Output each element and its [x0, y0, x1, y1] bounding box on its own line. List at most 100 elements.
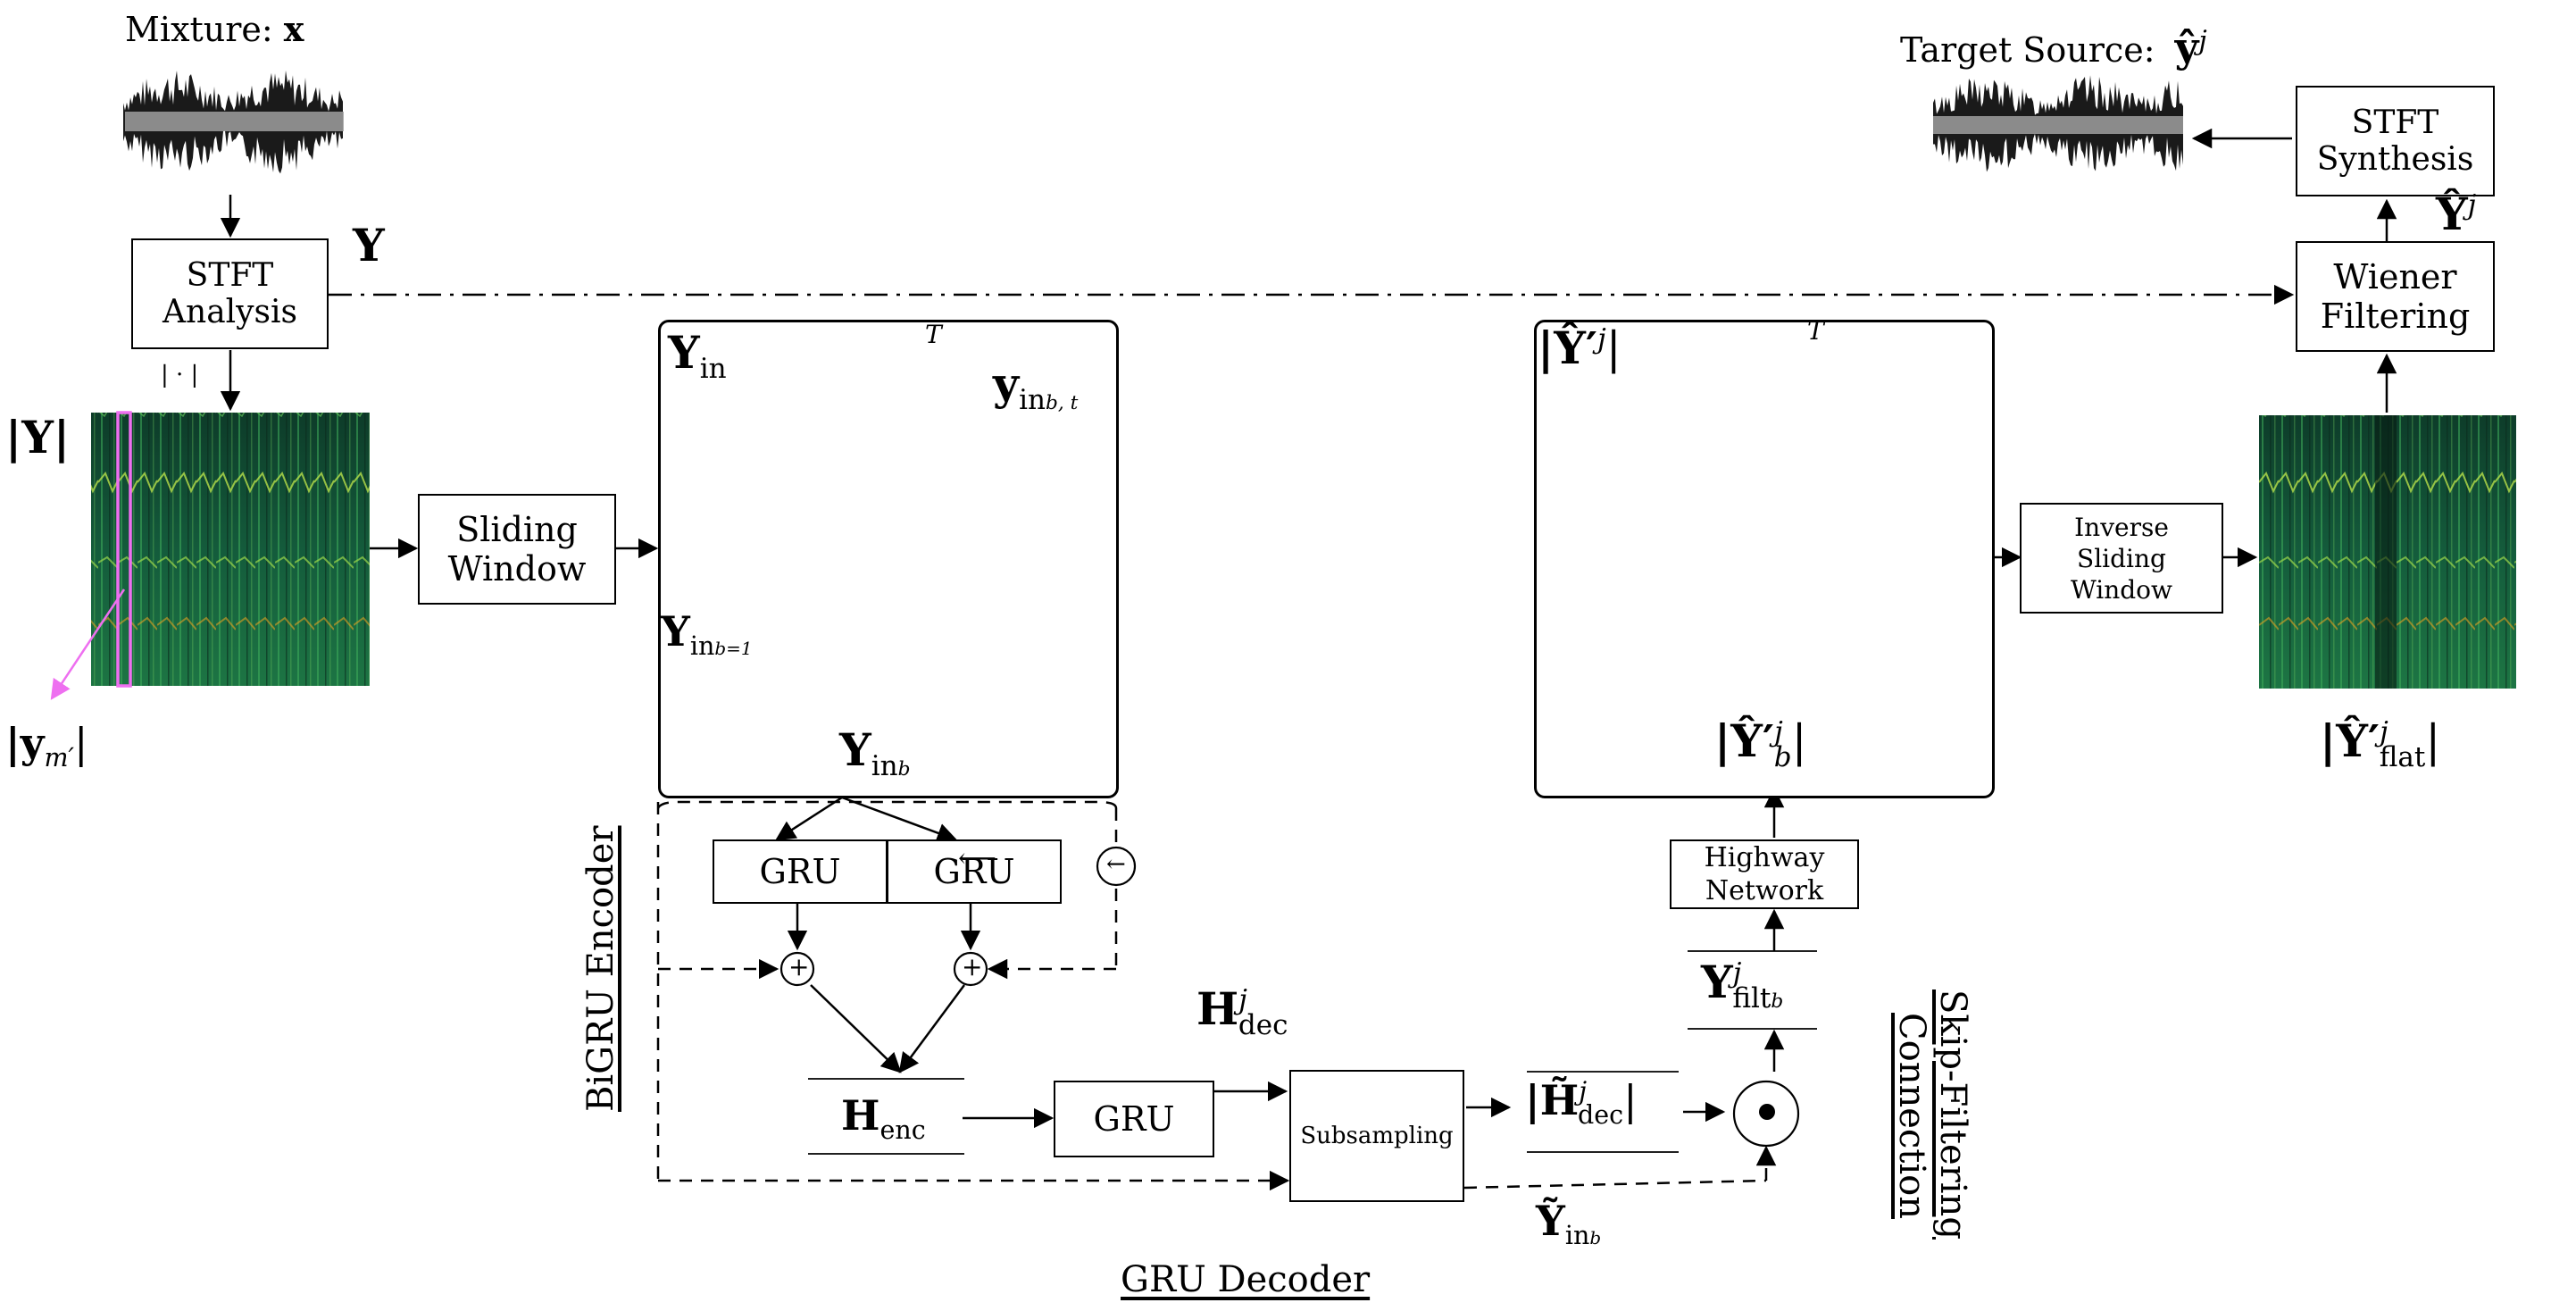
Y-hat-prime-flat-sup: j	[2380, 715, 2388, 748]
Y-hat-prime-b-text: |Ŷ′	[1714, 714, 1775, 767]
sliding-window-block: Sliding Window	[418, 494, 616, 605]
target-waveform	[1933, 75, 2183, 172]
highway-line2: Network	[1705, 875, 1824, 906]
symbol-y-in-bt: yinb, t	[993, 357, 1078, 416]
stft-synthesis-block: STFT Synthesis	[2296, 86, 2495, 196]
y-m-prime-text: |y	[5, 719, 45, 767]
H-tilde-dec-bar: |	[1623, 1076, 1638, 1124]
symbol-Y-hat-prime-b: |Ŷ′jb|	[1714, 714, 1806, 773]
H-dec-text: H	[1196, 982, 1239, 1035]
Y-filt-subsub: b	[1771, 990, 1784, 1013]
symbol-Y-in-b: Yinb	[839, 723, 910, 782]
plus-op-right	[953, 951, 988, 987]
mixture-waveform	[123, 70, 344, 174]
symbol-H-enc: Henc	[841, 1091, 926, 1145]
Y-hat-prime-bar: |	[1605, 322, 1621, 374]
gru-backward-block: GRU ⟵	[887, 839, 1062, 904]
highway-line1: Highway	[1704, 841, 1825, 873]
symbol-Y-hat-prime: |Ŷ′j|	[1538, 321, 1621, 374]
y-in-bt-sub-main: in	[1019, 384, 1046, 416]
symbol-H-dec: Hjdec	[1196, 982, 1288, 1041]
wiener-filtering-block: Wiener Filtering	[2296, 241, 2495, 352]
wiener-line1: Wiener	[2333, 257, 2457, 296]
gru-decoder-block: GRU	[1054, 1081, 1214, 1157]
Y-tilde-in-subsub: b	[1589, 1227, 1602, 1249]
bigru-encoder-label: BiGRU Encoder	[580, 825, 621, 1112]
hadamard-icon	[1759, 1104, 1775, 1120]
gru-backward-label: GRU	[933, 852, 1015, 891]
Y-hat-prime-b-sup: j	[1774, 715, 1783, 748]
H-tilde-dec-sub: dec	[1578, 1100, 1624, 1131]
symbol-Y-filt: Yjfiltb	[1701, 956, 1783, 1015]
Y-hat-prime-text: |Ŷ′	[1538, 321, 1598, 374]
symbol-Y-hat-j: Ŷj	[2436, 188, 2476, 240]
skip-filtering-label: Skip-Filtering Connection	[1891, 990, 1973, 1240]
stft-synthesis-line2: Synthesis	[2316, 141, 2474, 178]
inverse-sliding-line1: Inverse	[2074, 512, 2169, 542]
symbol-T-in: T	[925, 320, 942, 349]
spectrogram-Y-flat	[2259, 415, 2516, 689]
H-enc-text: H	[841, 1091, 880, 1140]
pointer-y-m-prime	[50, 589, 126, 700]
symbol-H-tilde-dec: |H̃jdec|	[1525, 1076, 1638, 1130]
skip-filtering-line2: Connection	[1891, 1013, 1932, 1219]
symbol-Y: Y	[353, 219, 385, 271]
target-caption: Target Source: ŷj	[1900, 23, 2207, 71]
symbol-Y-tilde-in-b: Ỹinb	[1536, 1197, 1601, 1250]
gru-forward-label: GRU	[759, 852, 841, 891]
H-dec-sub: dec	[1238, 1009, 1288, 1041]
symbol-abs-Y: |Y|	[5, 411, 71, 463]
symbol-y-m-prime: |ym′|	[5, 719, 88, 772]
solid-connectors	[220, 128, 2397, 1129]
abs-operator: | · |	[161, 362, 199, 388]
Y-hat-j-text: Ŷ	[2436, 188, 2468, 240]
sliding-window-line1: Sliding	[456, 510, 578, 549]
Y-hat-prime-b-sub: b	[1773, 741, 1792, 773]
Y-in-text: Y	[668, 326, 700, 379]
Y-in-b1-text: Y	[661, 607, 690, 656]
reverse-op	[1096, 846, 1137, 887]
Y-hat-prime-sup: j	[1597, 322, 1606, 355]
gru-forward-block: GRU	[713, 839, 888, 904]
Y-hat-j-sup: j	[2467, 188, 2477, 221]
spectrogram-Y	[91, 411, 370, 688]
mixture-symbol: x	[283, 9, 304, 49]
sliding-window-line2: Window	[447, 549, 587, 589]
y-in-bt-sub: inb, t	[1019, 384, 1078, 416]
subsampling-label: Subsampling	[1300, 1123, 1454, 1149]
inverse-sliding-window-block: Inverse Sliding Window	[2020, 503, 2223, 614]
Y-hat-prime-flat-text: |Ŷ′	[2320, 714, 2380, 767]
Y-in-b-sub-main: in	[871, 750, 898, 782]
Y-in-b-sub: inb	[871, 750, 911, 782]
inverse-sliding-line3: Window	[2070, 574, 2173, 605]
symbol-Y-hat-prime-flat: |Ŷ′jflat|	[2320, 714, 2440, 773]
symbol-Y-in: Yin	[668, 326, 727, 385]
symbol-Y-in-b1: Yinb=1	[661, 607, 753, 661]
y-in-bt-subsub: b, t	[1045, 392, 1079, 414]
Y-filt-sup: j	[1732, 956, 1742, 990]
highway-network-block: Highway Network	[1670, 839, 1859, 909]
H-enc-sub: enc	[880, 1115, 926, 1146]
mixture-caption: Mixture: x	[125, 9, 304, 49]
plus-icon-right: +	[962, 952, 983, 981]
wiener-line2: Filtering	[2320, 296, 2471, 336]
y-m-prime-sub: m′	[44, 743, 74, 773]
Y-tilde-in-text: Ỹ	[1536, 1197, 1565, 1245]
subsampling-block: Subsampling	[1289, 1070, 1464, 1202]
Y-in-b1-sub-main: in	[689, 631, 715, 662]
Y-in-b-subsub: b	[897, 758, 911, 781]
target-symbol: ŷ	[2174, 23, 2199, 71]
target-sup: j	[2198, 25, 2207, 57]
gru-decoder-label: GRU Decoder	[1121, 1259, 1371, 1300]
inverse-sliding-line2: Sliding	[2077, 543, 2166, 573]
input-frames-panel	[658, 320, 1119, 798]
Y-tilde-in-sub: inb	[1565, 1221, 1601, 1250]
mixture-label: Mixture:	[125, 10, 273, 49]
left-arrow-accent-icon: ⟵	[958, 843, 997, 874]
Y-in-sub: in	[699, 353, 727, 385]
H-tilde-dec-text: |H̃	[1525, 1076, 1580, 1124]
stft-analysis-line2: Analysis	[163, 294, 297, 330]
H-dec-sup: j	[1238, 983, 1247, 1016]
